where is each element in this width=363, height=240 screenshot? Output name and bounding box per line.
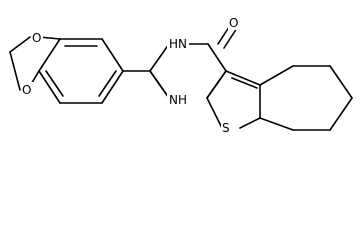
- atom-label-dioxole-o-top: O: [32, 31, 41, 45]
- dihydropyrimidinone-ring: [149, 43, 227, 99]
- atom-label-thiophene-s: S: [222, 121, 230, 135]
- atom-label-carbonyl-o: O: [229, 16, 238, 30]
- thiophene-ring: [206, 70, 261, 129]
- cyclohexene-ring: [259, 65, 353, 131]
- chemical-structure-diagram: O O H N O N H S: [9, 16, 353, 135]
- atom-label-dioxole-o-bottom: O: [22, 83, 31, 97]
- atom-label-nh-bottom: H: [178, 93, 187, 107]
- atom-label-n-top: N: [178, 37, 187, 51]
- atom-label-n-bottom: N: [169, 93, 178, 107]
- benzodioxole-benzene-ring: [38, 38, 124, 104]
- atom-labels: O O H N O N H S: [21, 16, 240, 135]
- atom-label-nh-top: H: [169, 37, 178, 51]
